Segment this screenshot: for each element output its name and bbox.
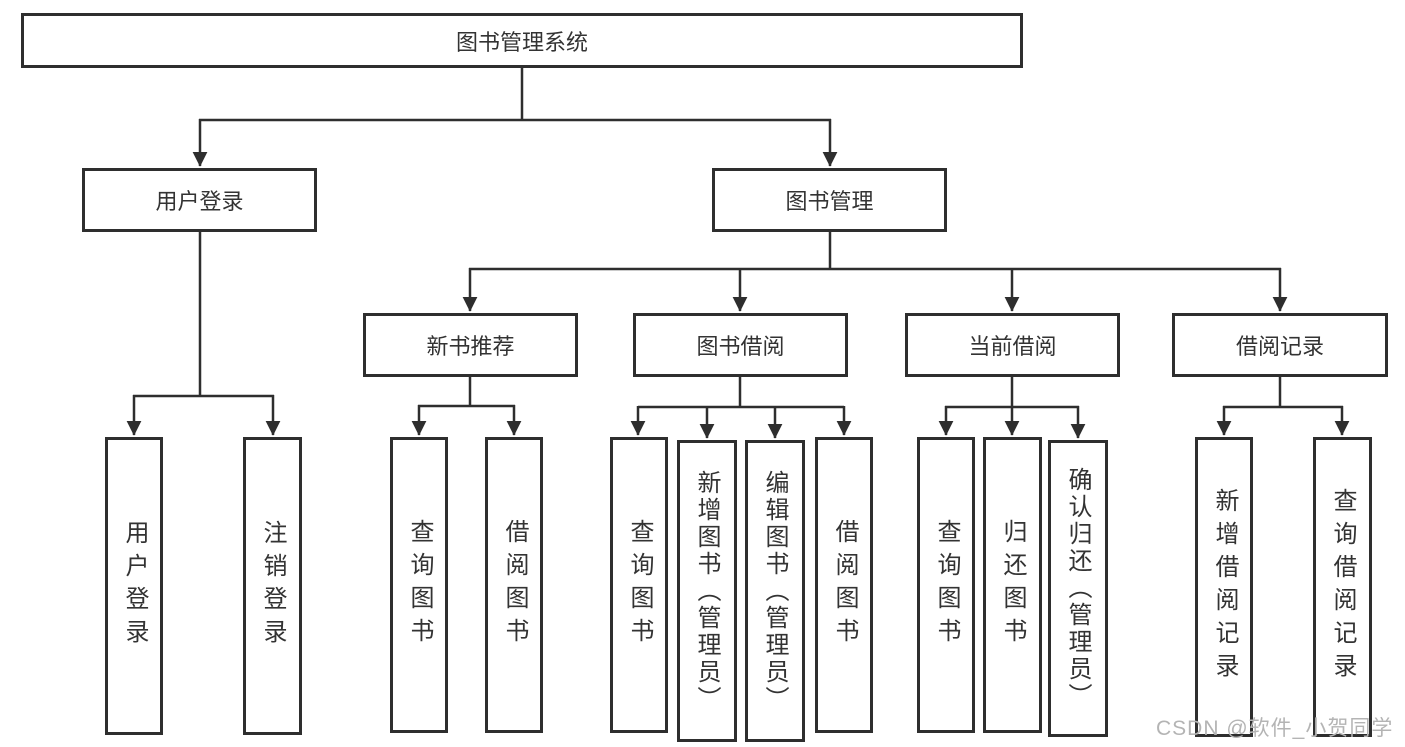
watermark: CSDN @软件_小贺同学: [1156, 717, 1394, 740]
leaf-confirm-return-admin: 确认归还（管理员）: [1048, 440, 1108, 737]
leaf-add-borrow-record: 新增借阅记录: [1195, 437, 1253, 737]
leaf-query-books-recommend: 查询图书: [390, 437, 448, 733]
edges-book-management-children: [462, 232, 1288, 312]
edges-borrow-records-children: [1216, 377, 1350, 436]
node-user-login: 用户登录: [82, 168, 317, 232]
leaf-add-book-admin: 新增图书（管理员）: [677, 440, 737, 742]
leaf-logout: 注销登录: [243, 437, 302, 735]
node-borrow-records: 借阅记录: [1172, 313, 1388, 377]
edges-current-borrow-children: [938, 377, 1086, 439]
node-book-management: 图书管理: [712, 168, 947, 232]
edges-new-book-recommend-children: [411, 377, 522, 436]
leaf-borrow-books: 借阅图书: [815, 437, 873, 733]
leaf-query-borrow-record: 查询借阅记录: [1313, 437, 1372, 737]
edges-book-borrow-children: [630, 377, 852, 439]
node-current-borrow: 当前借阅: [905, 313, 1120, 377]
leaf-query-books-borrow: 查询图书: [610, 437, 668, 733]
node-new-book-recommend: 新书推荐: [363, 313, 578, 377]
leaf-user-login: 用户登录: [105, 437, 163, 735]
edges-root-to-level1: [192, 68, 838, 167]
edges-user-login-children: [126, 232, 281, 436]
leaf-return-book: 归还图书: [983, 437, 1042, 733]
leaf-query-books-current: 查询图书: [917, 437, 975, 733]
node-root-library-system: 图书管理系统: [21, 13, 1023, 68]
leaf-borrow-books-recommend: 借阅图书: [485, 437, 543, 733]
leaf-edit-book-admin: 编辑图书（管理员）: [745, 440, 805, 742]
node-book-borrow: 图书借阅: [633, 313, 848, 377]
